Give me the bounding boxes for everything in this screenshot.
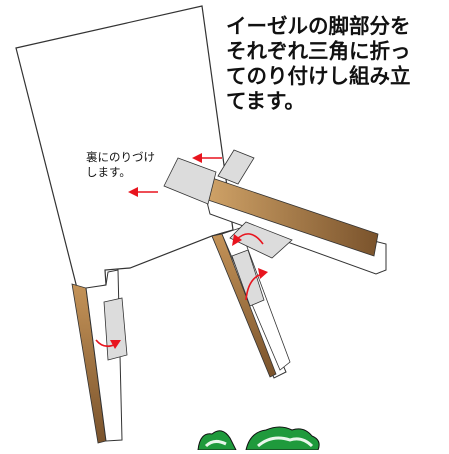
- green-decoration: [197, 426, 320, 451]
- left-leg-glue-tab: [103, 297, 128, 361]
- top-bar-bottom-tab: [229, 221, 293, 259]
- red-arrows: [95, 153, 268, 349]
- glue-note-line-1: 裏にのりづけ: [86, 150, 155, 164]
- glue-note-line-2: します。: [86, 165, 131, 179]
- arrow-top-left-icon: [192, 153, 222, 163]
- top-bar-top-tab: [217, 149, 255, 185]
- arrow-left-icon: [128, 187, 158, 197]
- heading-line-3: てのり付けし組み立: [226, 64, 411, 88]
- arrow-curve-right-leg-icon: [245, 268, 268, 301]
- heading-line-1: イーゼルの脚部分を: [226, 14, 411, 38]
- right-leg-glue-tab: [231, 249, 265, 307]
- glue-note: 裏にのりづけ します。: [86, 150, 155, 180]
- right-leg-brown: [211, 233, 277, 378]
- heading-line-2: それぞれ三角に折っ: [226, 39, 411, 63]
- arrow-curve-left-leg-icon: [95, 339, 121, 349]
- easel-back-panel: [15, 5, 234, 293]
- arrow-curve-bar-icon: [232, 233, 264, 246]
- assembly-instruction-heading: イーゼルの脚部分を それぞれ三角に折っ てのり付けし組み立 てます。: [226, 14, 441, 114]
- top-bar-left-tab: [163, 157, 217, 205]
- heading-line-4: てます。: [226, 89, 305, 113]
